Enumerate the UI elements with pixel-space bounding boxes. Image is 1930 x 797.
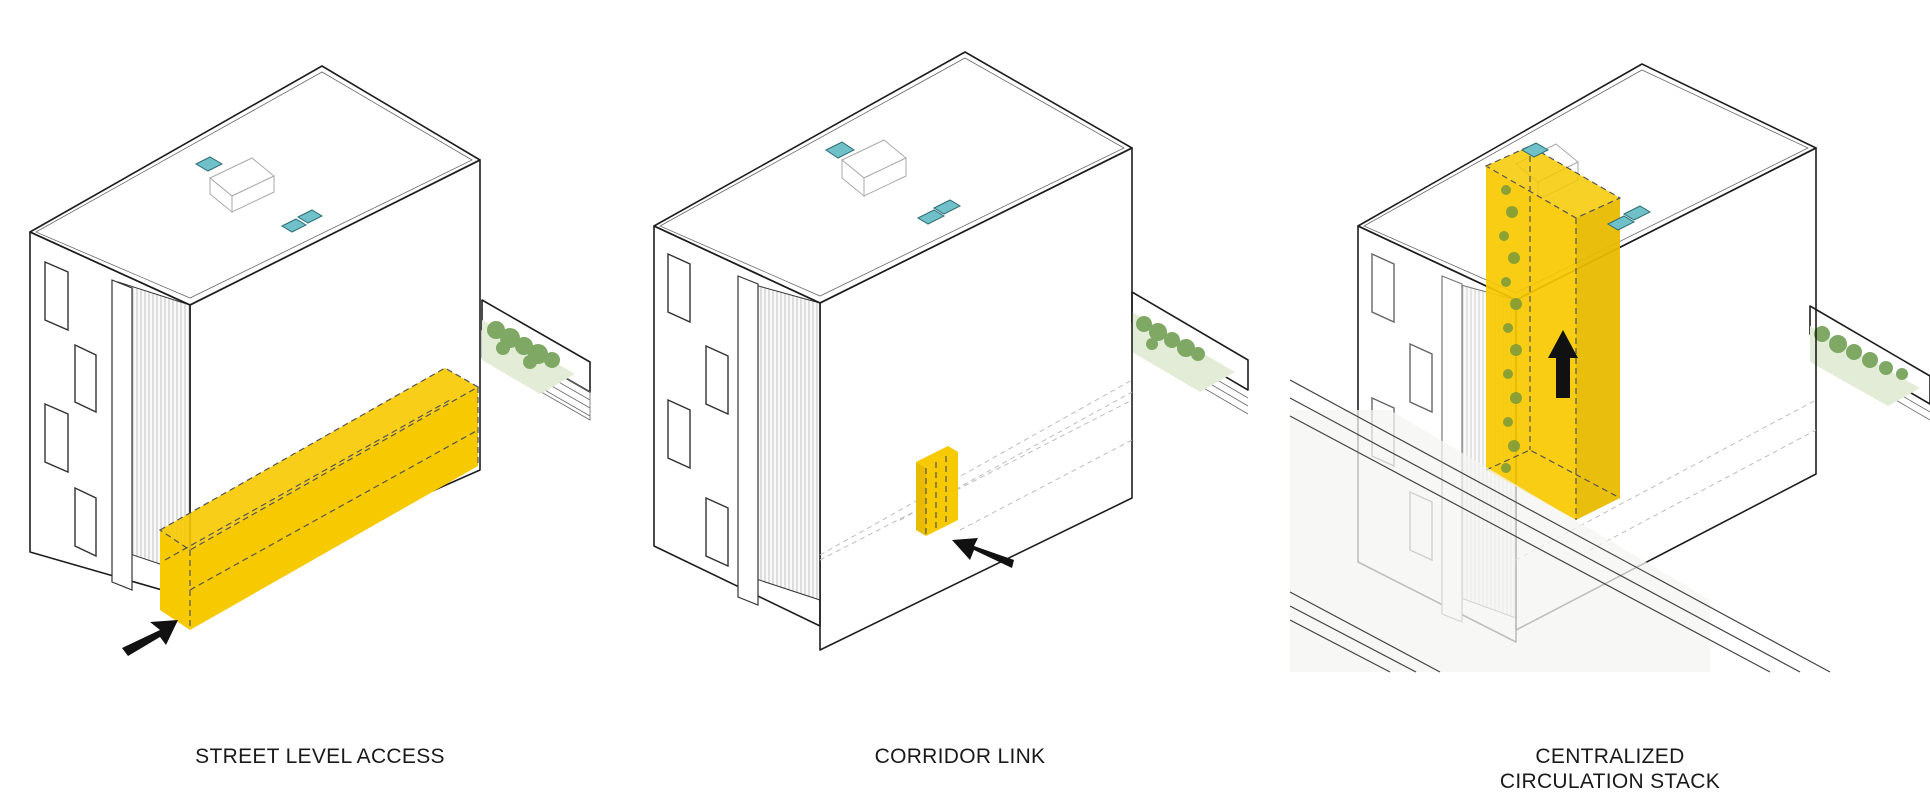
side-windows (44, 260, 97, 558)
rooftop-mechanical (825, 139, 962, 225)
highlight-street-level-volume (158, 367, 480, 630)
courtyard-planter (1809, 305, 1930, 421)
building-axonometric-2 (653, 51, 1249, 651)
skylight-icon (825, 141, 855, 159)
side-windows (667, 252, 729, 568)
front-facade (819, 147, 1133, 651)
skylight-icon (1606, 215, 1636, 231)
skylight-icon (296, 209, 324, 224)
arrow-icon (952, 538, 1014, 568)
street-context (1289, 379, 1831, 673)
skylight-icon (1622, 205, 1652, 221)
panel-centralized-circulation-stack: CENTRALIZED CIRCULATION STACK (1289, 0, 1930, 797)
caption-street-level-access: STREET LEVEL ACCESS (195, 745, 445, 768)
arrow-icon (1548, 330, 1578, 398)
building-axonometric-3 (1289, 63, 1930, 673)
roof (1357, 63, 1817, 301)
caption-centralized-circulation-stack: CENTRALIZED CIRCULATION STACK (1499, 745, 1721, 793)
skylight-icon (280, 218, 308, 233)
panel-corridor-link: CORRIDOR LINK (640, 0, 1280, 797)
greenery (487, 321, 560, 369)
rooftop-mechanical (194, 156, 324, 233)
caption-corridor-link: CORRIDOR LINK (874, 745, 1046, 768)
panel-street-level-access: STREET LEVEL ACCESS (0, 0, 640, 797)
skylight-icon (932, 199, 962, 215)
roof (29, 65, 481, 306)
highlight-corridor-link (916, 446, 958, 536)
stair-strip (737, 275, 759, 606)
courtyard-planter (481, 299, 591, 421)
skylight-icon (1520, 142, 1550, 158)
highlight-circulation-stack (1484, 142, 1652, 520)
green-wall (1499, 185, 1522, 473)
skylight-icon (916, 209, 946, 225)
greenery (1136, 316, 1205, 361)
roof (653, 51, 1133, 304)
arrow-icon (122, 620, 178, 656)
stair-strip (111, 279, 133, 591)
courtyard-planter (1131, 291, 1249, 415)
greenery (1814, 326, 1908, 380)
building-axonometric-1 (29, 65, 591, 656)
skylight-icon (194, 156, 224, 172)
